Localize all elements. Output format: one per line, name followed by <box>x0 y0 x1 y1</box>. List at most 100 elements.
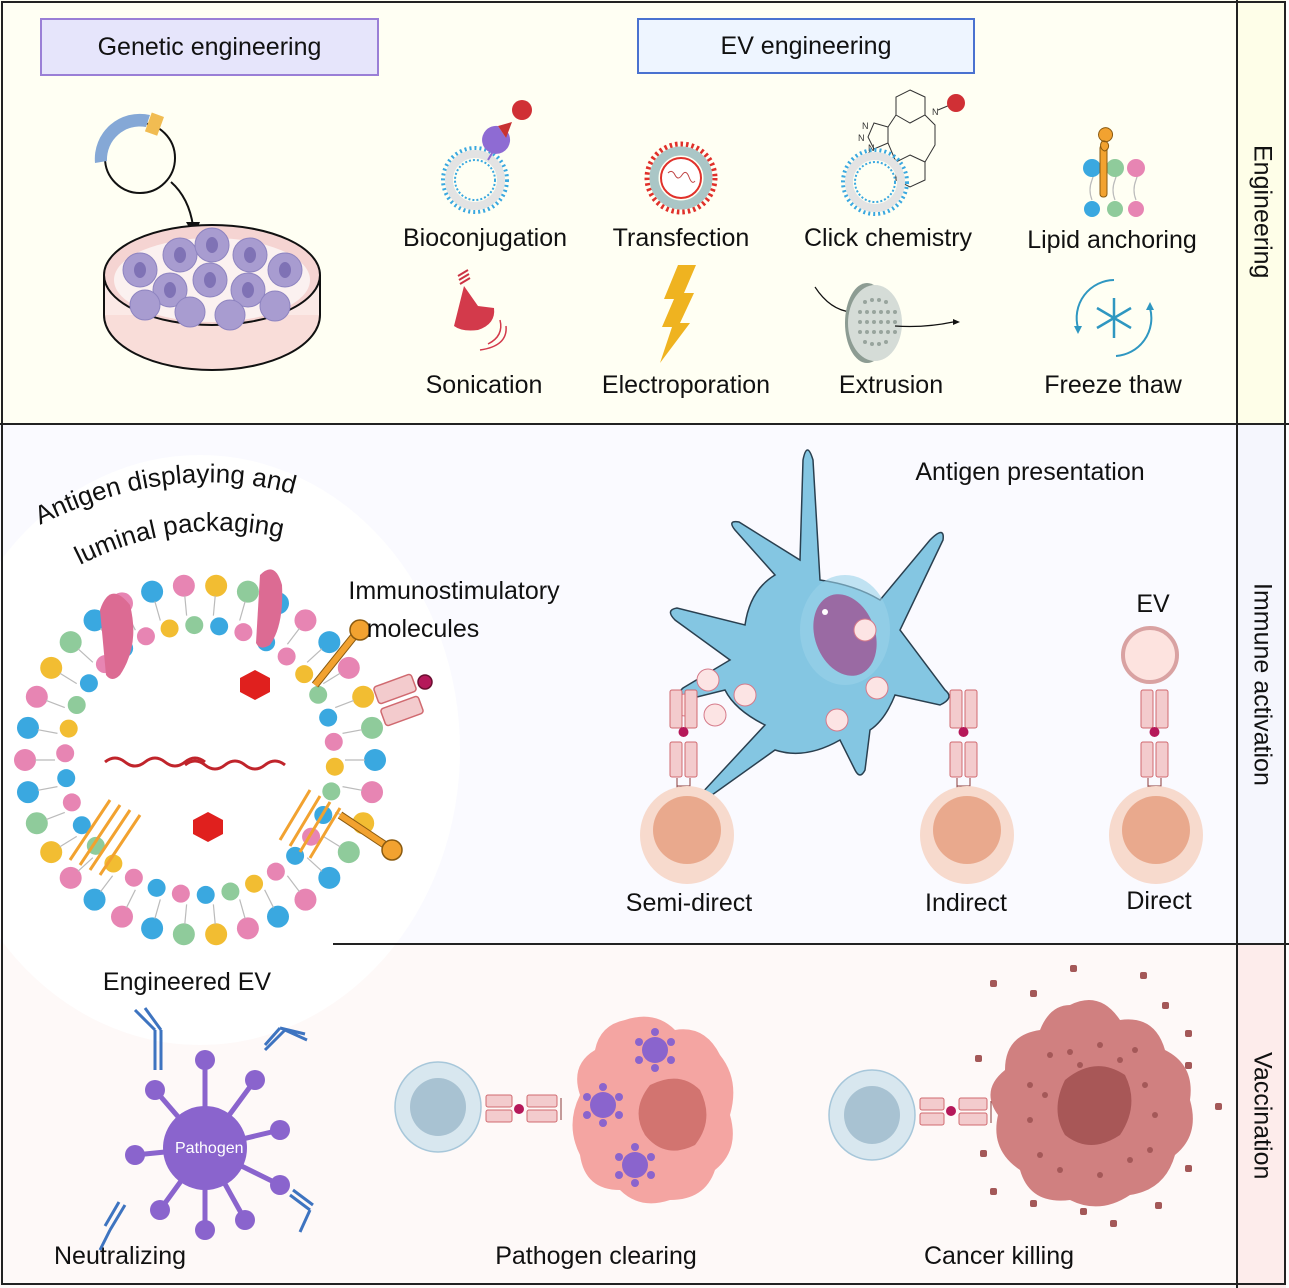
lipid-anchor-icon <box>1083 127 1145 217</box>
outcome-label-cancer-killing: Cancer killing <box>923 1242 1075 1270</box>
lipid-head <box>124 868 143 887</box>
lipid-head <box>245 874 264 893</box>
lipid-tail <box>212 595 216 616</box>
method-label-extrusion: Extrusion <box>838 371 944 399</box>
lipid-tail <box>264 889 275 908</box>
svg-text:N: N <box>868 143 875 153</box>
lipid-tail <box>154 601 161 621</box>
lipid-head <box>147 878 166 897</box>
ev-engineering-box: EV engineering <box>637 18 975 74</box>
lipid-head <box>56 744 75 763</box>
lipid-head <box>172 923 195 946</box>
genetic-engineering-label: Genetic engineering <box>97 32 322 61</box>
side-label-text: Engineering <box>1248 145 1277 279</box>
t-cell-indirect <box>920 786 1014 884</box>
lipid-head <box>185 616 204 635</box>
plasmid-icon <box>94 112 176 194</box>
tcr-complex-semi-direct <box>669 689 698 795</box>
bioconjugation-vesicle-icon <box>441 100 532 214</box>
lipid-tail <box>286 627 300 645</box>
side-label-vaccination: Vaccination <box>1236 944 1286 1288</box>
t-cell-pathogen-clearing <box>394 1061 482 1153</box>
lipid-head <box>267 905 290 928</box>
genetic-engineering-box: Genetic engineering <box>40 18 379 76</box>
lipid-head <box>72 816 91 835</box>
engineered-ev-icon <box>14 569 433 946</box>
lipid-tail <box>77 648 94 663</box>
petri-dish-icon <box>103 224 321 371</box>
divider-immune-vaccination <box>333 943 1289 945</box>
side-label-immune: Immune activation <box>1236 424 1286 944</box>
lipid-tail <box>322 835 341 848</box>
t-cell-semi-direct <box>640 786 734 884</box>
lightning-bolt-icon <box>660 265 696 363</box>
lipid-head <box>14 749 36 771</box>
lipid-head <box>294 609 317 632</box>
lipid-head <box>361 716 384 739</box>
lipid-head <box>62 793 81 812</box>
lipid-tail <box>342 786 363 791</box>
lipid-head <box>295 665 314 684</box>
lipid-head <box>57 769 76 788</box>
lipid-head <box>322 782 341 801</box>
tcr-complex-pathogen-clearing <box>485 1094 562 1123</box>
lipid-head <box>236 917 259 940</box>
ev-label: EV <box>1136 590 1170 618</box>
lipid-head <box>352 685 375 708</box>
sonicator-icon <box>454 269 507 351</box>
lipid-tail <box>239 601 246 621</box>
lipid-head <box>83 609 106 632</box>
method-label-lipid-anchoring: Lipid anchoring <box>1027 226 1197 254</box>
method-label-transfection: Transfection <box>612 224 750 252</box>
lipid-head <box>40 841 63 864</box>
lipid-tail <box>37 786 58 791</box>
tcr-complex-direct <box>1140 689 1169 795</box>
lipid-head <box>234 623 253 642</box>
lipid-head <box>205 923 228 946</box>
lipid-head <box>205 574 228 597</box>
method-label-sonication: Sonication <box>425 371 543 399</box>
lipid-head <box>83 888 106 911</box>
lipid-tail <box>77 857 94 872</box>
lipid-head <box>364 749 386 771</box>
lipid-head <box>172 574 195 597</box>
lipid-head <box>136 627 155 646</box>
lipid-tail <box>184 595 188 616</box>
lipid-head <box>325 757 344 776</box>
extrusion-membrane-icon <box>814 283 960 363</box>
svg-text:N: N <box>862 121 869 131</box>
lipid-head <box>318 631 341 654</box>
t-cell-direct <box>1109 786 1203 884</box>
lipid-head <box>40 656 63 679</box>
tcr-complex-cancer-killing <box>919 1097 992 1126</box>
method-label-click-chemistry: Click chemistry <box>803 224 973 252</box>
lipid-tail <box>239 899 246 919</box>
lipid-tail <box>322 672 341 685</box>
lipid-head <box>110 905 133 928</box>
lipid-head <box>210 617 229 636</box>
antigen-presentation-title: Antigen presentation <box>915 458 1145 486</box>
snowflake-cycle-icon <box>1074 279 1154 357</box>
side-label-text: Immune activation <box>1248 582 1277 786</box>
pathogen-antibody-icon <box>98 1007 314 1251</box>
svg-text:N: N <box>858 133 865 143</box>
lipid-head <box>309 685 328 704</box>
lipid-tail <box>306 857 323 872</box>
lipid-head <box>59 719 78 738</box>
lipid-tail <box>212 904 216 925</box>
lipid-head <box>79 674 98 693</box>
lipid-tail <box>45 699 66 709</box>
svg-text:N: N <box>932 107 939 117</box>
lipid-tail <box>184 904 188 925</box>
lipid-head <box>25 685 48 708</box>
lipid-head <box>141 917 164 940</box>
lipid-head <box>277 647 296 666</box>
lipid-head <box>319 708 338 727</box>
lipid-tail <box>45 811 66 821</box>
lipid-head <box>337 841 360 864</box>
lipid-tail <box>59 835 78 848</box>
lipid-tail <box>306 648 323 663</box>
outcome-label-pathogen-clearing: Pathogen clearing <box>495 1242 697 1270</box>
lipid-tail <box>154 899 161 919</box>
